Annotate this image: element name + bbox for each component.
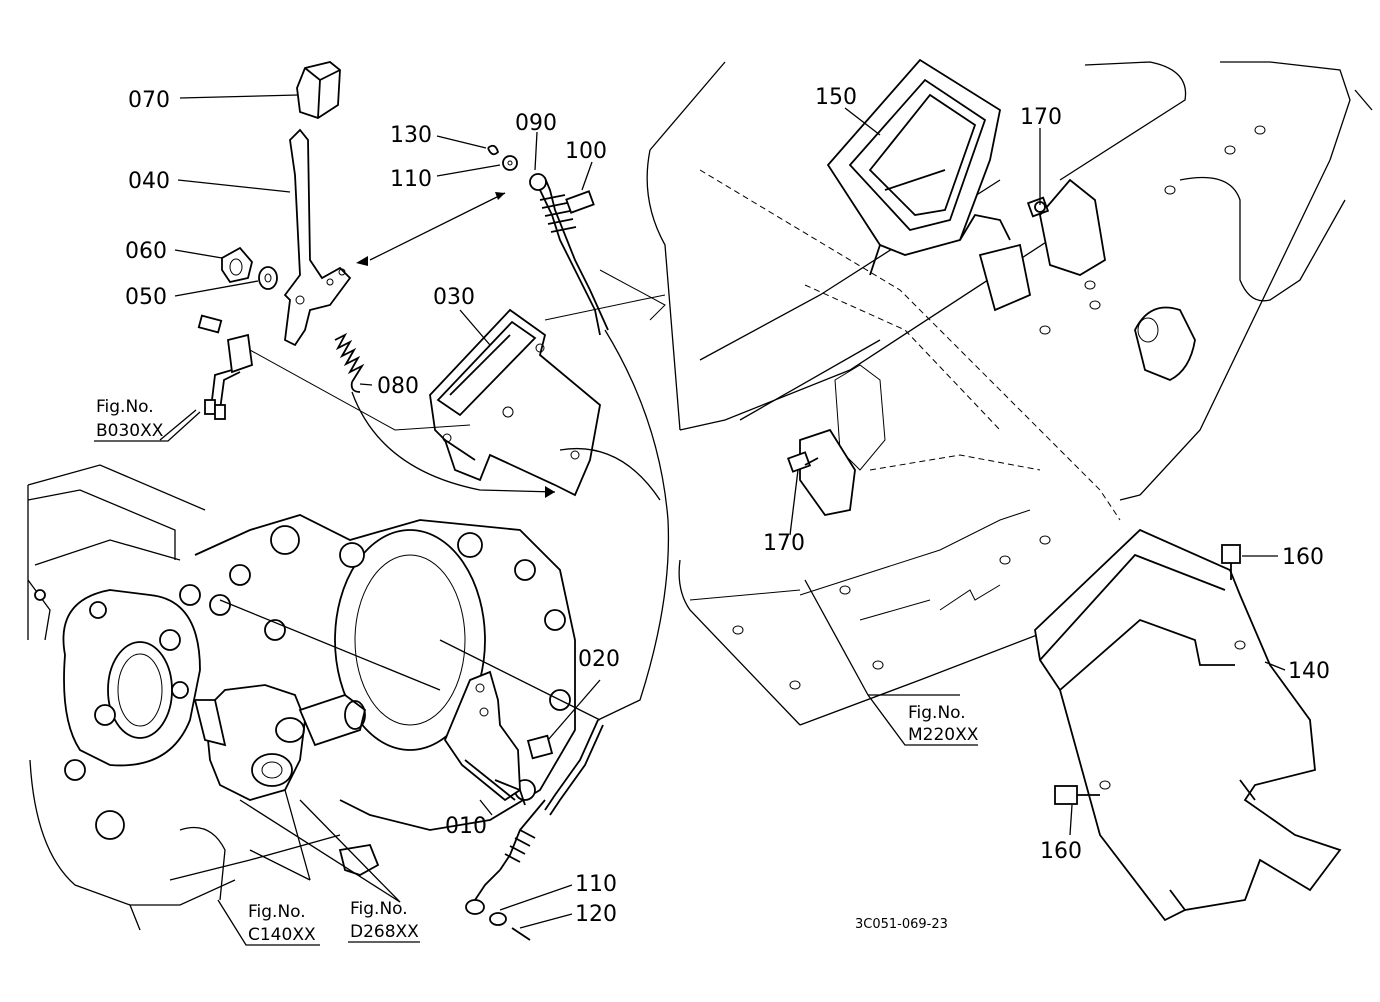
label-170-mid: 170	[763, 531, 805, 556]
label-060: 060	[125, 239, 167, 264]
label-030: 030	[433, 285, 475, 310]
fig-ref-b030-prefix: Fig.No.	[96, 397, 154, 417]
drawing-code: 3C051-069-23	[855, 917, 948, 932]
bolt-170-mid-drawing	[786, 451, 819, 473]
label-090: 090	[515, 111, 557, 136]
figure-ref-d268[interactable]: Fig.No. D268XX	[348, 899, 420, 943]
label-160-bottom: 160	[1040, 839, 1082, 864]
bolt-160-bottom-drawing	[1054, 785, 1100, 805]
part-labels: 070 040 060 050 130 090 100 110 030 080 …	[125, 85, 1330, 927]
figure-ref-m220[interactable]: Fig.No. M220XX	[867, 694, 979, 746]
fig-ref-c140-prefix: Fig.No.	[248, 902, 306, 922]
frame-outline-drawing	[646, 61, 1373, 726]
figure-ref-c140[interactable]: Fig.No. C140XX	[217, 899, 320, 946]
fig-ref-d268-code[interactable]: D268XX	[350, 922, 419, 942]
fig-ref-m220-code[interactable]: M220XX	[908, 725, 979, 745]
leader-lines	[159, 94, 1286, 929]
label-080: 080	[377, 374, 419, 399]
label-100: 100	[565, 139, 607, 164]
label-050: 050	[125, 285, 167, 310]
label-110-top: 110	[390, 167, 432, 192]
lever-assembly-drawing	[197, 61, 670, 721]
label-020: 020	[578, 647, 620, 672]
label-150: 150	[815, 85, 857, 110]
label-140: 140	[1288, 659, 1330, 684]
cover-140-drawing	[1034, 528, 1342, 922]
fig-ref-b030-code[interactable]: B030XX	[96, 421, 164, 441]
bolt-160-top-drawing	[1221, 544, 1241, 580]
label-120: 120	[575, 902, 617, 927]
label-040: 040	[128, 169, 170, 194]
fig-ref-c140-code[interactable]: C140XX	[248, 925, 316, 945]
engine-block-drawing	[27, 464, 604, 941]
label-110-bottom: 110	[575, 872, 617, 897]
figure-ref-b030[interactable]: Fig.No. B030XX	[94, 397, 201, 442]
fig-ref-m220-prefix: Fig.No.	[908, 703, 966, 723]
label-130: 130	[390, 123, 432, 148]
label-160-top: 160	[1282, 545, 1324, 570]
label-070: 070	[128, 88, 170, 113]
label-170-top: 170	[1020, 105, 1062, 130]
grip-150-drawing	[826, 58, 1011, 276]
label-010: 010	[445, 814, 487, 839]
fig-ref-d268-prefix: Fig.No.	[350, 899, 408, 919]
